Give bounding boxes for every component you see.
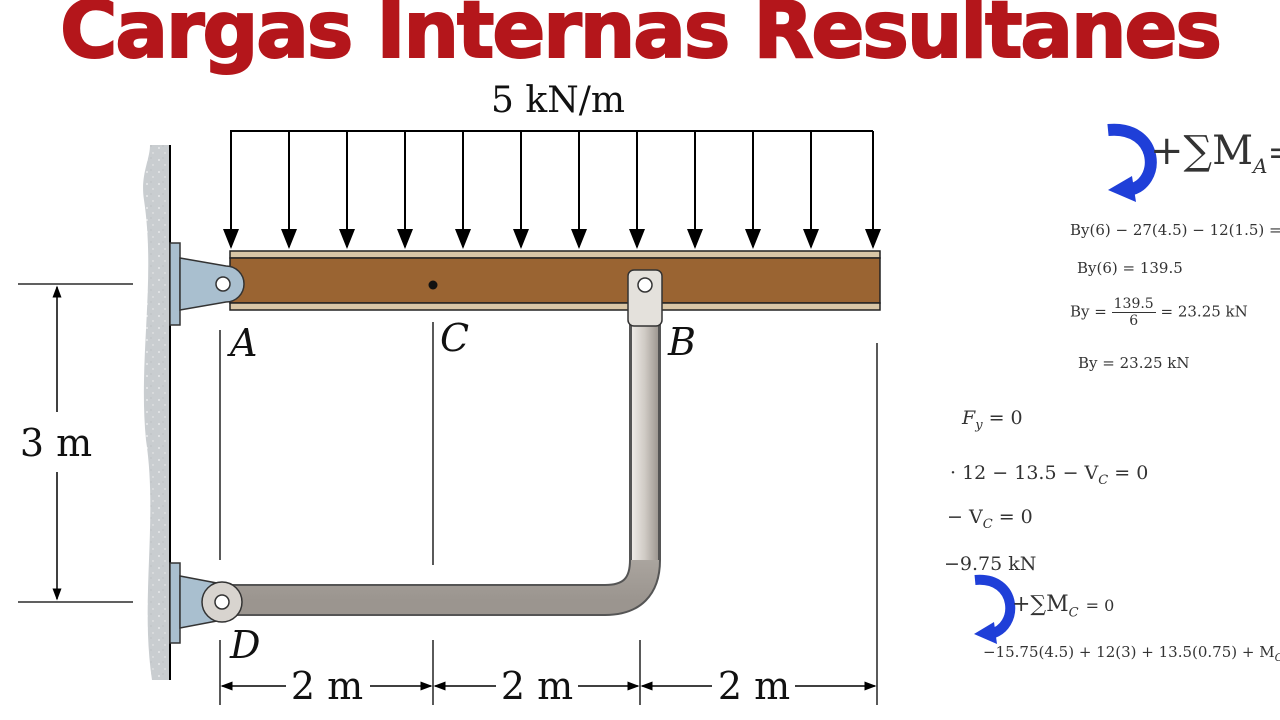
equation-line-4: By = 23.25 kN bbox=[1078, 354, 1190, 372]
equation-moment-c: +∑MC = 0 bbox=[1012, 592, 1114, 620]
moment-a-sub: A bbox=[1253, 154, 1268, 178]
moment-a-lhs: +∑M bbox=[1150, 128, 1254, 174]
line3-lhs: By = bbox=[1070, 302, 1107, 321]
line5-text: · 12 − 13.5 − V bbox=[950, 462, 1099, 484]
distributed-load bbox=[223, 130, 881, 249]
fraction-numerator: 139.5 bbox=[1111, 296, 1156, 313]
line8-text: −15.75(4.5) + 12(3) + 13.5(0.75) + M bbox=[983, 643, 1275, 661]
moment-arrow-icon-a bbox=[1107, 123, 1157, 202]
wall bbox=[143, 145, 171, 680]
bracket-d bbox=[169, 562, 243, 644]
equation-line-5: · 12 − 13.5 − VC = 0 bbox=[950, 462, 1148, 488]
equation-line-6: − VC = 0 bbox=[947, 506, 1033, 532]
title: Cargas Internas Resultanes bbox=[59, 0, 1223, 77]
moment-c-lhs: +∑M bbox=[1012, 592, 1069, 617]
fy-rhs: = 0 bbox=[988, 407, 1023, 429]
pin-b bbox=[627, 269, 663, 327]
equation-line-1: By(6) − 27(4.5) − 12(1.5) = 0 bbox=[1070, 221, 1280, 239]
span-label-3: 2 m bbox=[718, 664, 790, 708]
line6-rhs: = 0 bbox=[998, 506, 1033, 528]
pipe bbox=[222, 322, 661, 616]
label-b: B bbox=[667, 320, 696, 364]
line5-rhs: = 0 bbox=[1114, 462, 1149, 484]
beam bbox=[229, 250, 881, 311]
span-label-2: 2 m bbox=[501, 664, 573, 708]
equation-line-2: By(6) = 139.5 bbox=[1077, 259, 1183, 277]
span-label-1: 2 m bbox=[291, 664, 363, 708]
fy-symbol: F bbox=[962, 407, 976, 429]
fraction-denominator: 6 bbox=[1129, 313, 1139, 329]
point-c-marker bbox=[428, 280, 438, 290]
label-c: C bbox=[440, 316, 469, 360]
equation-fy: Fy = 0 bbox=[962, 407, 1023, 433]
equation-line-7: −9.75 kN bbox=[944, 553, 1037, 575]
bracket-a bbox=[169, 242, 245, 326]
moment-a-rhs: = ( bbox=[1267, 133, 1280, 173]
line8-sub: C bbox=[1275, 651, 1280, 664]
label-d: D bbox=[229, 623, 260, 667]
moment-c-sub: C bbox=[1068, 605, 1079, 621]
moment-arrow-icon-c bbox=[974, 574, 1016, 644]
equation-moment-a: +∑MA= ( bbox=[1150, 128, 1280, 178]
line3-rhs: = 23.25 kN bbox=[1160, 302, 1248, 321]
line5-sub: C bbox=[1098, 472, 1109, 488]
height-label: 3 m bbox=[20, 421, 92, 465]
load-label: 5 kN/m bbox=[491, 80, 625, 121]
equation-line-8: −15.75(4.5) + 12(3) + 13.5(0.75) + MC = … bbox=[983, 643, 1280, 664]
extension-lines bbox=[18, 283, 878, 705]
moment-c-rhs: = 0 bbox=[1085, 596, 1115, 615]
label-a: A bbox=[227, 321, 257, 365]
line6-text: − V bbox=[947, 506, 983, 528]
line6-sub: C bbox=[982, 516, 993, 532]
fy-sub: y bbox=[975, 417, 983, 433]
